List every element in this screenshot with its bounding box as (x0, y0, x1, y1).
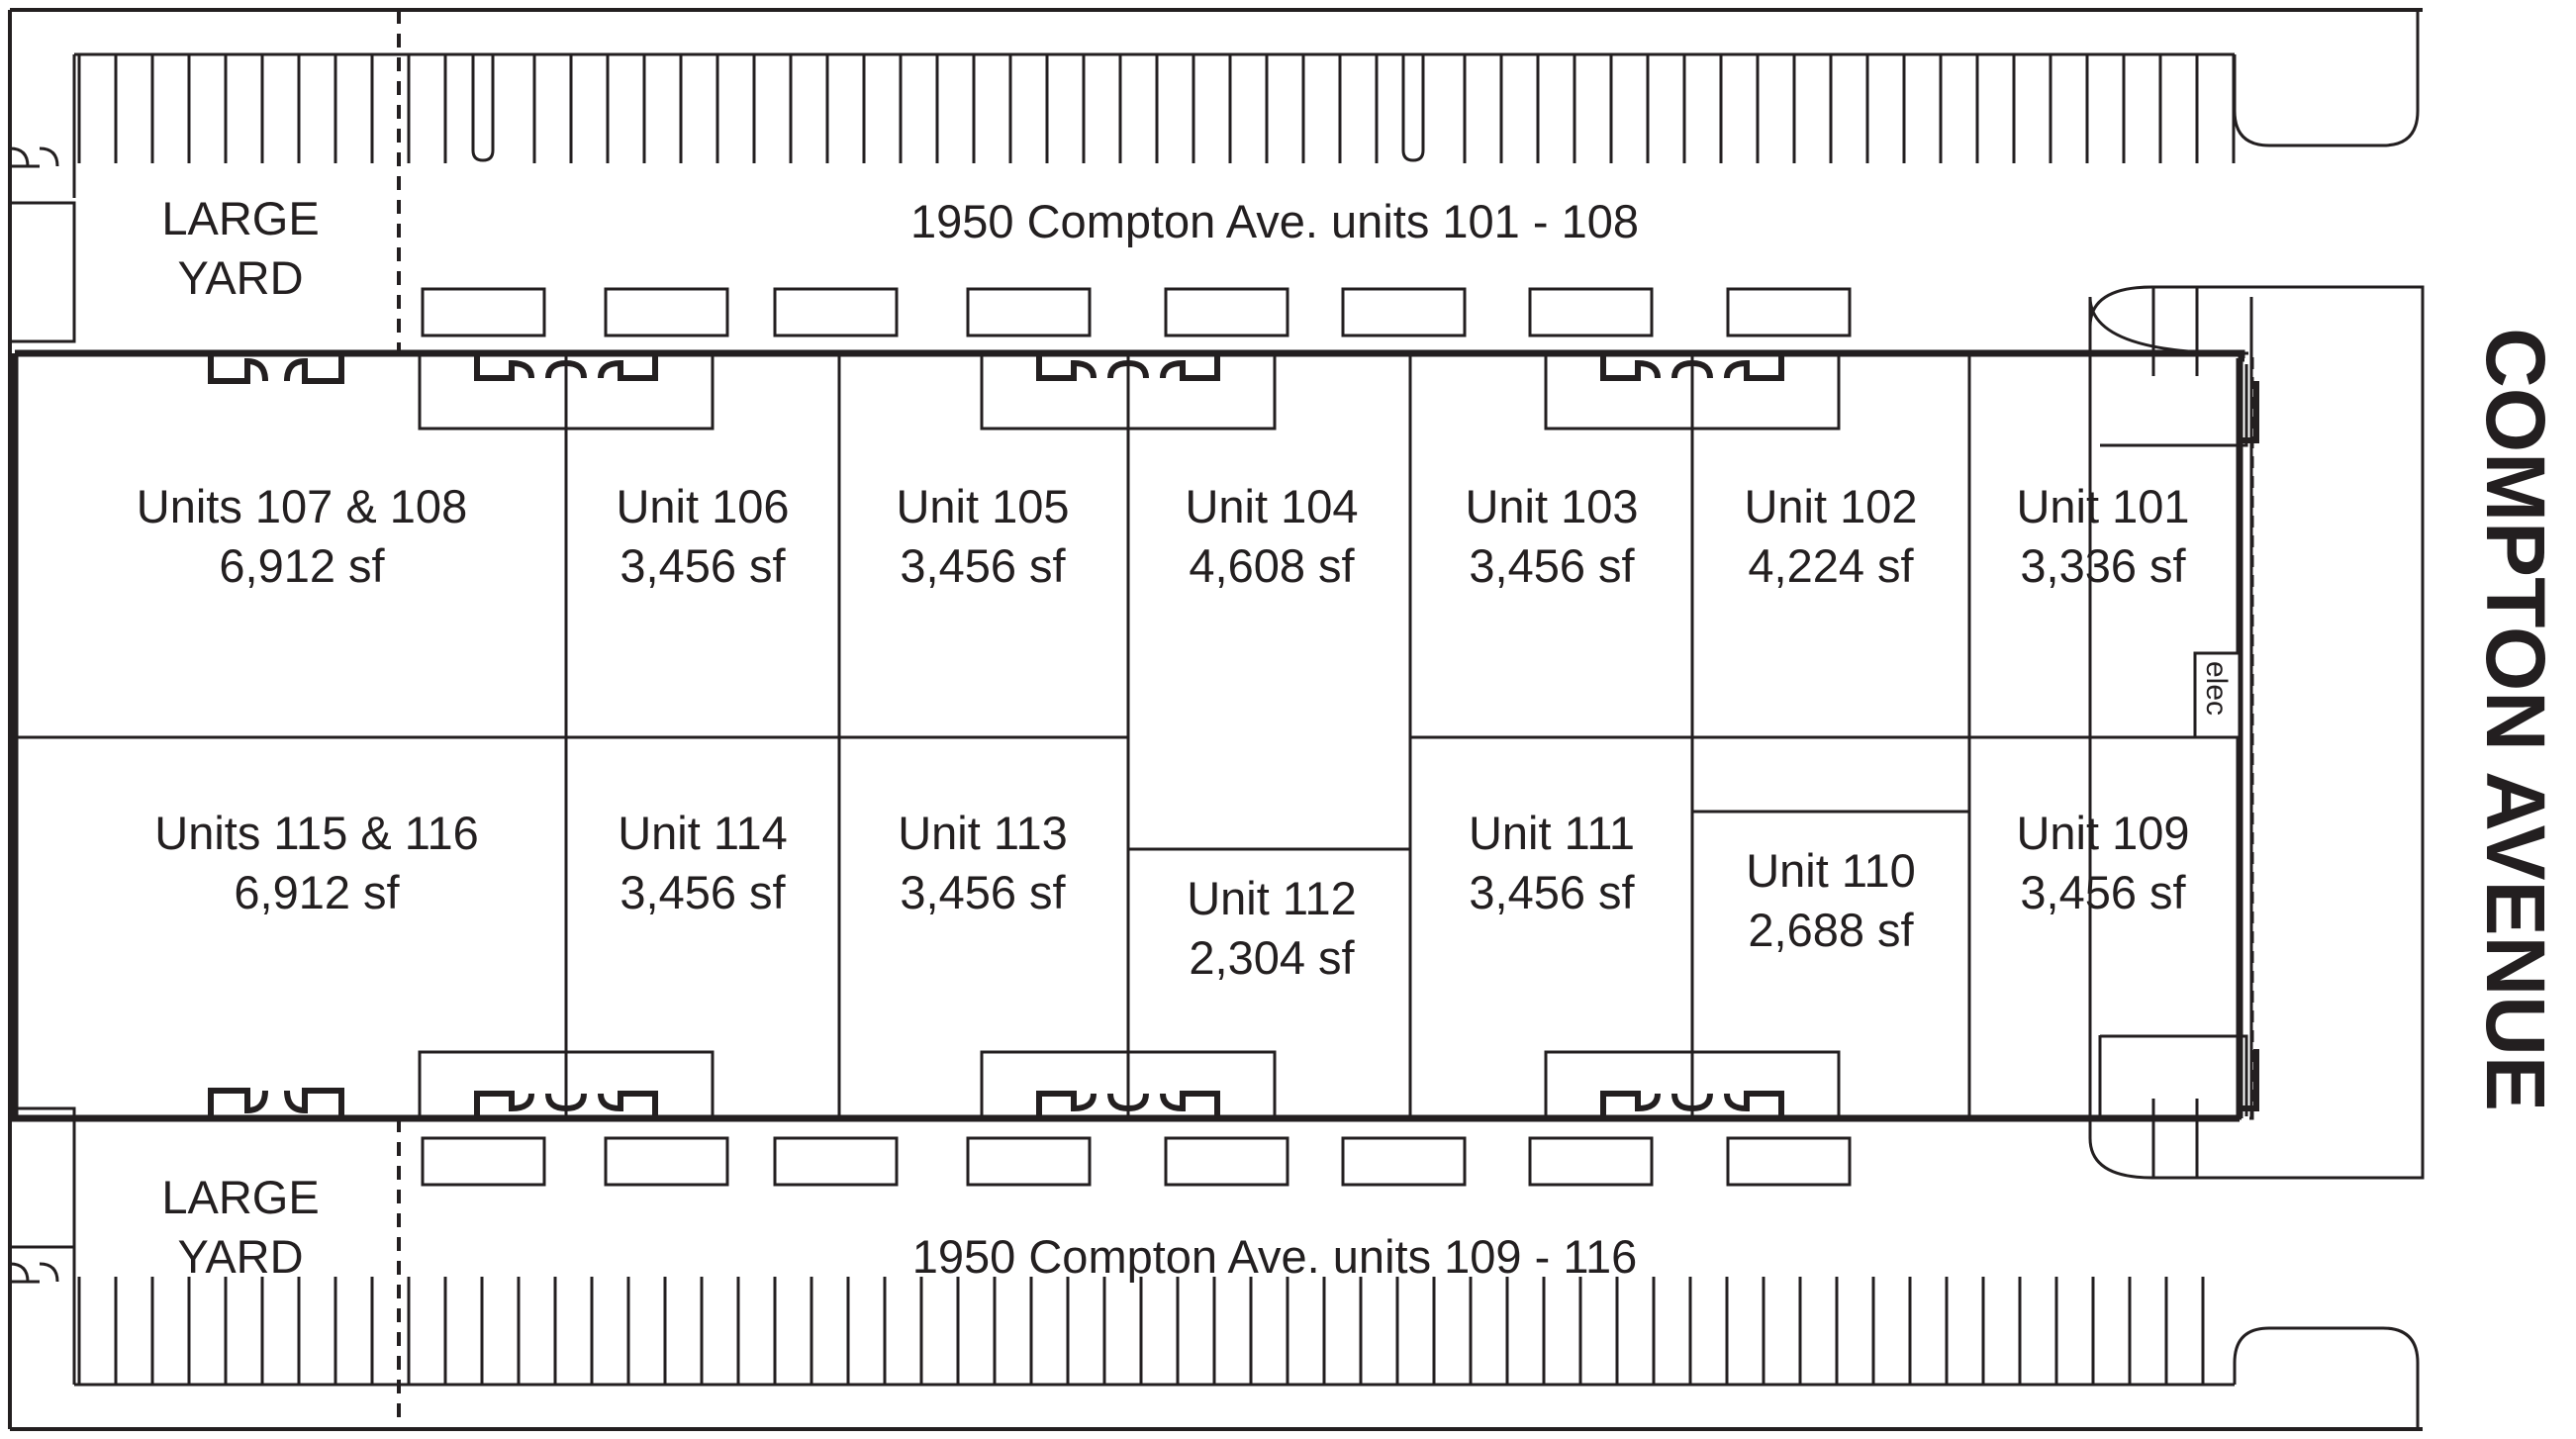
unit-area-115-116: 6,912 sf (234, 866, 400, 918)
unit-name-111: Unit 111 (1469, 807, 1635, 859)
dock-door-group (418, 350, 715, 431)
elec-room-label: elec (2200, 661, 2233, 716)
truck-pad (966, 1136, 1092, 1187)
truck-pad (604, 1136, 729, 1187)
parking-island-south-1 (2233, 1326, 2420, 1429)
street-name: COMPTON AVENUE (2469, 328, 2562, 1111)
unit-name-110: Unit 110 (1746, 844, 1916, 897)
unit-area-104: 4,608 sf (1189, 539, 1355, 592)
truck-pad (1726, 287, 1852, 337)
truck-pad (1726, 1136, 1852, 1187)
unit-area-107-108: 6,912 sf (219, 539, 385, 592)
yard-south-line1: LARGE (161, 1171, 319, 1223)
building-north-label: 1950 Compton Ave. units 101 - 108 (910, 195, 1639, 247)
unit-area-101: 3,336 sf (2020, 539, 2186, 592)
dock-door-group (1544, 350, 1841, 431)
truck-pad (421, 1136, 546, 1187)
east-driveway (2088, 285, 2425, 1180)
unit-name-104: Unit 104 (1185, 480, 1358, 532)
east-dashed-wall (2197, 351, 2254, 1120)
truck-pad (1341, 287, 1467, 337)
unit-name-103: Unit 103 (1465, 480, 1638, 532)
unit-name-115-116: Units 115 & 116 (154, 807, 478, 859)
unit-name-113: Unit 113 (898, 807, 1068, 859)
truck-pad (966, 287, 1092, 337)
gate-west-south (8, 1106, 76, 1249)
truck-pad (421, 287, 546, 337)
unit-name-105: Unit 105 (896, 480, 1069, 532)
gate-west-north (8, 201, 76, 343)
unit-area-112: 2,304 sf (1189, 931, 1355, 984)
unit-area-111: 3,456 sf (1469, 866, 1635, 918)
truck-pad (1164, 287, 1289, 337)
unit-area-114: 3,456 sf (620, 866, 786, 918)
dock-door-group (418, 1050, 715, 1121)
truck-pad (604, 287, 729, 337)
unit-partitions (15, 353, 2240, 1118)
parking-stalls-north (77, 54, 2236, 163)
gate-door-west-south (9, 1262, 59, 1284)
elec-room (2193, 651, 2242, 739)
unit-name-109: Unit 109 (2016, 807, 2189, 859)
yard-north-line1: LARGE (161, 192, 319, 244)
building-south-label: 1950 Compton Ave. units 109 - 116 (912, 1230, 1638, 1283)
truck-pad (773, 287, 899, 337)
unit-area-110: 2,688 sf (1748, 904, 1914, 956)
unit-name-106: Unit 106 (616, 480, 789, 532)
unit-labels: Units 107 & 108 6,912 sf Unit 106 3,456 sf U… (137, 480, 2190, 984)
dock-door-group (1544, 1050, 1841, 1121)
dock-door-group (980, 350, 1277, 431)
parking-island-north-3 (2233, 10, 2420, 147)
truck-pad (1528, 287, 1654, 337)
unit-area-103: 3,456 sf (1469, 539, 1635, 592)
yard-north-line2: YARD (177, 251, 303, 304)
unit-area-102: 4,224 sf (1748, 539, 1914, 592)
truck-pads-south (421, 1136, 1852, 1187)
door-yard-south (208, 1088, 344, 1118)
unit-name-114: Unit 114 (618, 807, 788, 859)
truck-pad (1164, 1136, 1289, 1187)
unit-area-106: 3,456 sf (620, 539, 786, 592)
parking-island-north-2 (1401, 54, 1425, 162)
dock-door-group (980, 1050, 1277, 1121)
truck-pad (773, 1136, 899, 1187)
door-yard-north (208, 353, 344, 384)
unit-name-112: Unit 112 (1187, 872, 1357, 924)
unit-area-109: 3,456 sf (2020, 866, 2186, 918)
truck-pad (1528, 1136, 1654, 1187)
building-east-entry (2098, 297, 2253, 1118)
dock-doors-south (418, 1050, 1841, 1121)
unit-name-107-108: Units 107 & 108 (137, 480, 467, 532)
parking-island-north-1 (471, 54, 495, 162)
unit-name-102: Unit 102 (1744, 480, 1917, 532)
truck-pads-north (421, 287, 1852, 337)
gate-door-west-north (9, 146, 59, 168)
unit-area-113: 3,456 sf (900, 866, 1066, 918)
truck-pad (1341, 1136, 1467, 1187)
yard-south-line2: YARD (177, 1230, 303, 1283)
unit-name-101: Unit 101 (2016, 480, 2189, 532)
unit-area-105: 3,456 sf (900, 539, 1066, 592)
dock-doors-north (418, 350, 1841, 431)
parking-stalls-south (77, 1277, 2205, 1385)
